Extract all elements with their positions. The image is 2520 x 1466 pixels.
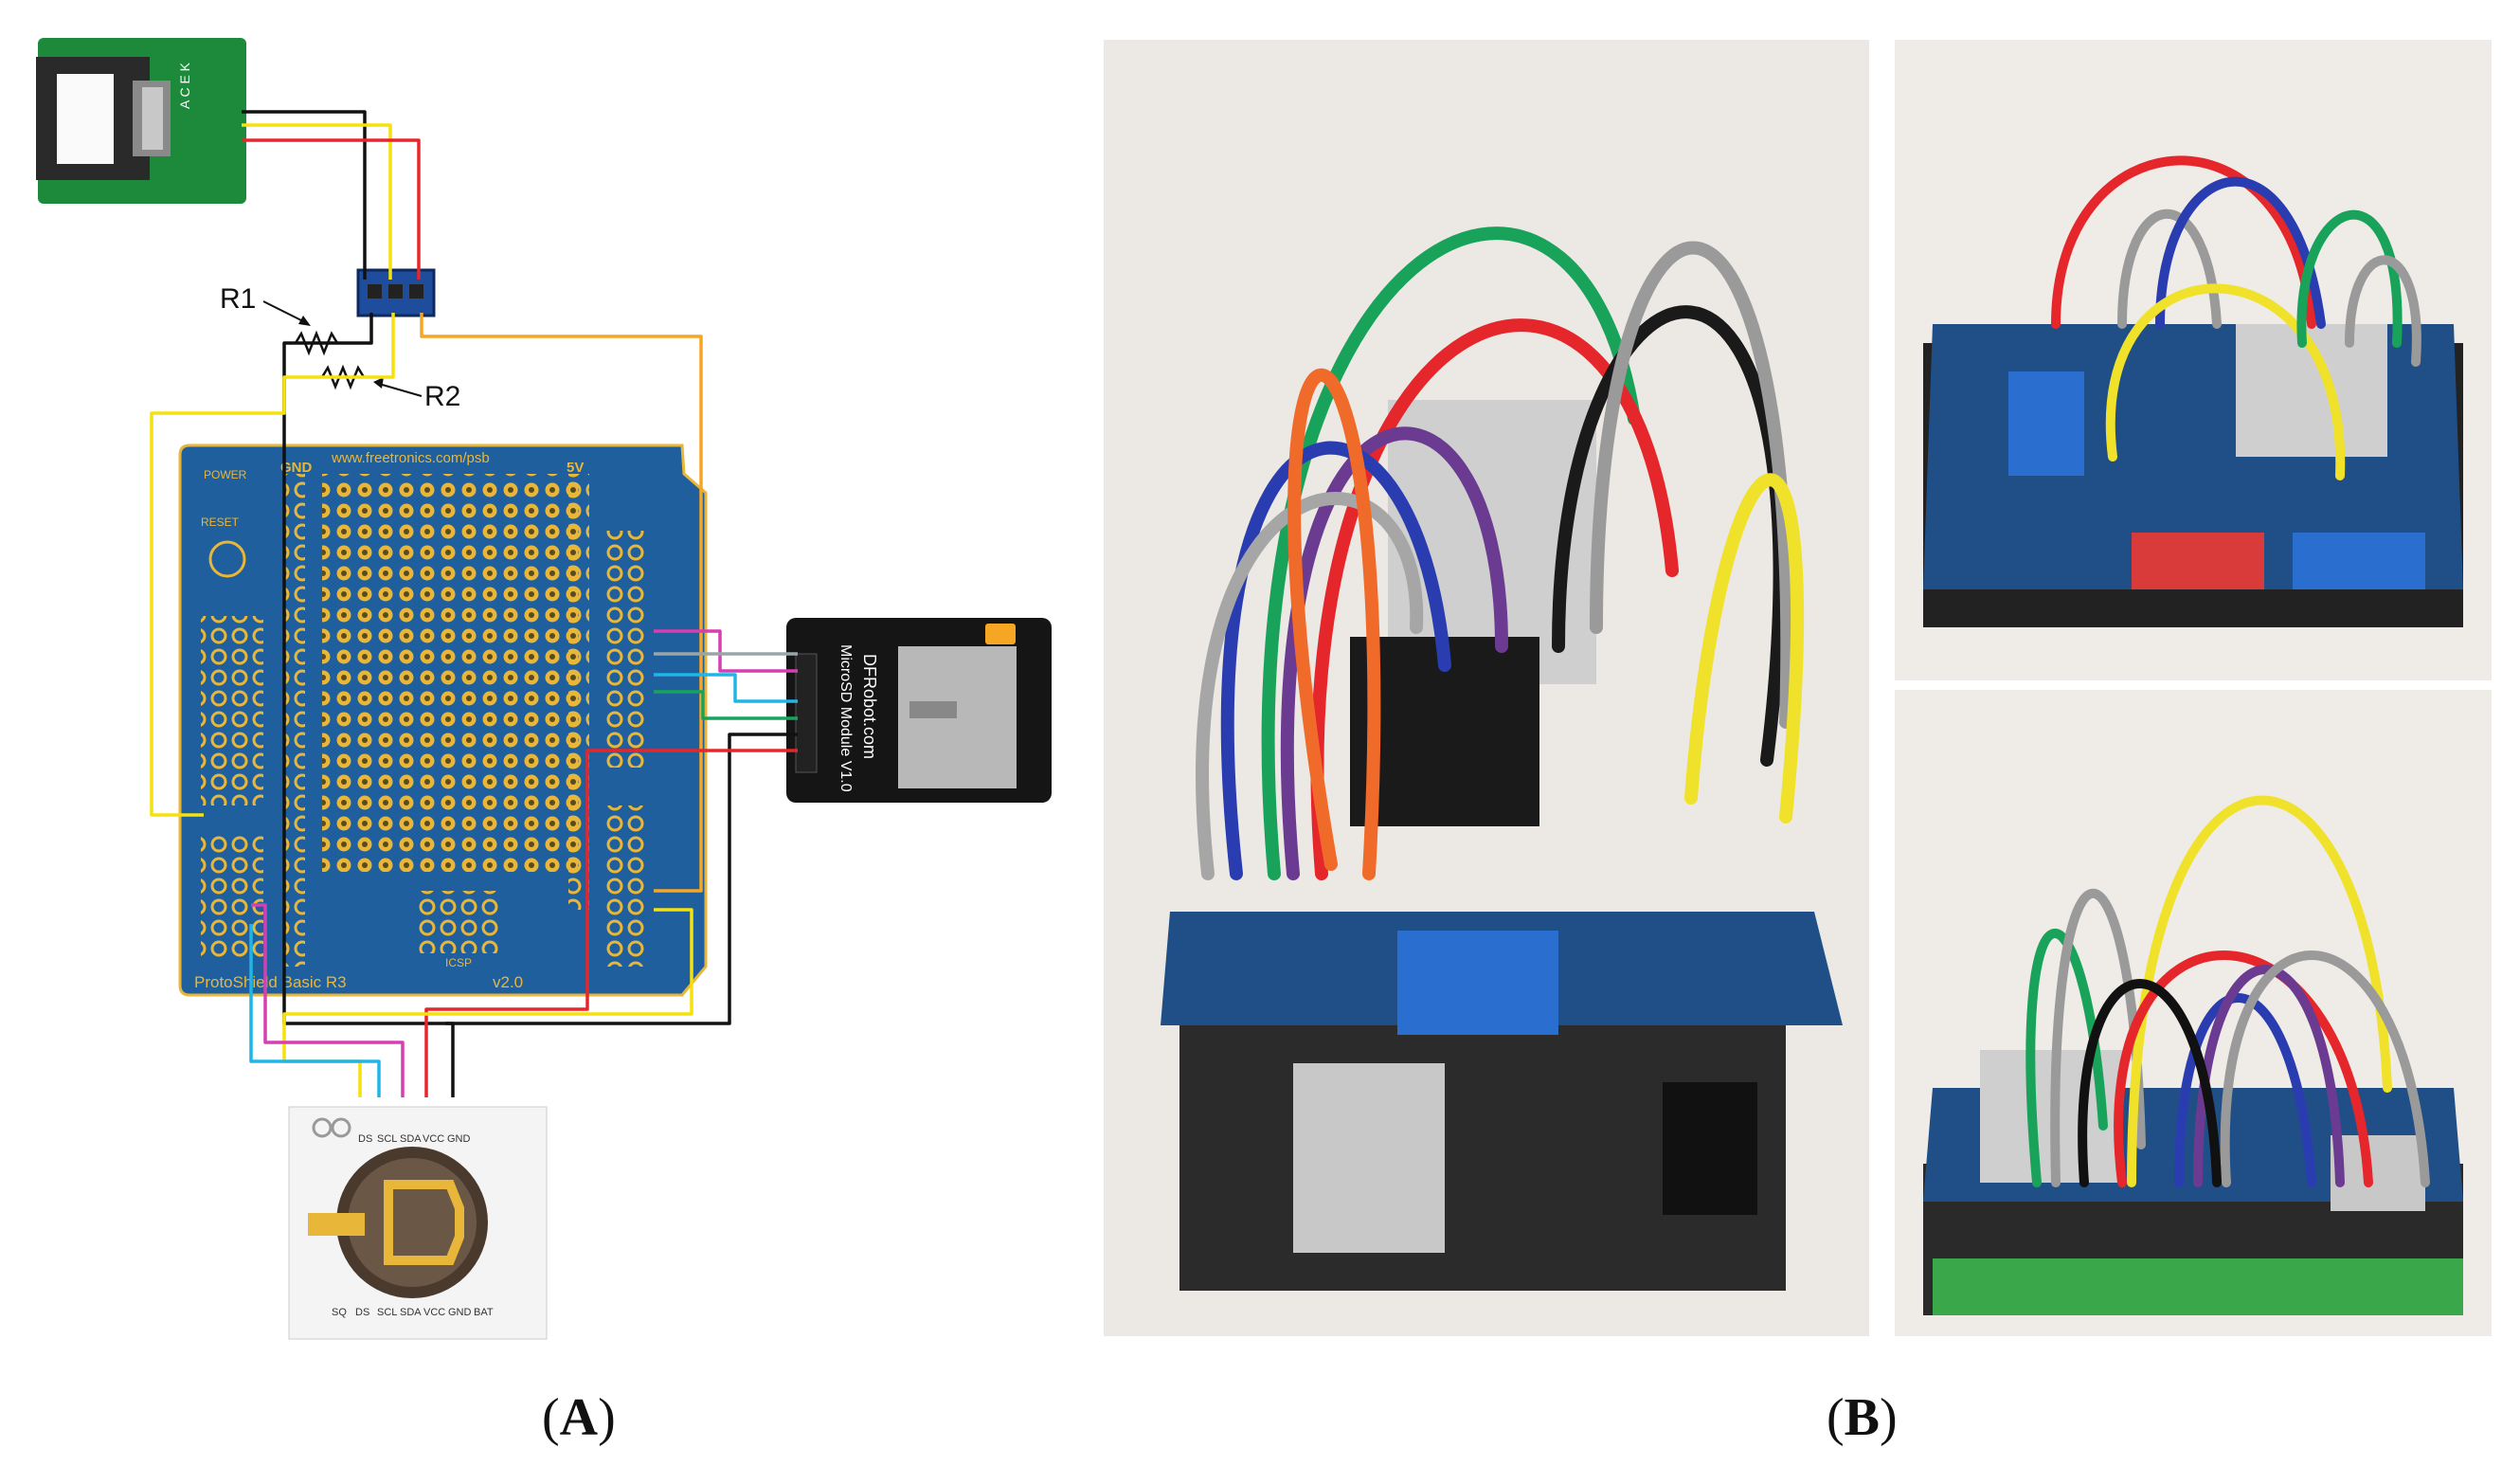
wire-5v-red: [424, 1007, 578, 1097]
wire-sd-red: [578, 749, 798, 1011]
wire-terminal-orange: [420, 313, 703, 893]
rtc-bottom-pin-sda: SDA: [400, 1307, 422, 1318]
r2-label: R2: [424, 381, 460, 412]
rtc-top-pin-scl: SCL: [377, 1133, 397, 1145]
wire-terminal-yellow: [150, 313, 395, 817]
panel-a-close: ): [598, 1388, 616, 1447]
wire-sensor-yellow: [242, 123, 392, 280]
panel-label-a: (A): [542, 1391, 616, 1444]
shield-gnd-label: GND: [280, 460, 313, 476]
wire-sd-cyan: [654, 673, 798, 703]
wire-rtc-magenta: [251, 903, 405, 1097]
wire-sd-magenta: [654, 629, 798, 673]
wire-terminal-black: [282, 313, 445, 1025]
wire-sd-green: [654, 690, 798, 720]
resistor-r2: [284, 364, 393, 390]
rtc-top-pin-ds: DS: [358, 1133, 372, 1145]
wire-sensor-red: [242, 138, 421, 280]
sd-module-brand: DFRobot.com: [860, 654, 879, 759]
wire-sensor-black: [242, 110, 367, 280]
shield-5v-label: 5V: [567, 460, 584, 476]
panel-b-letter: B: [1844, 1388, 1881, 1447]
photo-interrupter-sensor: A C E K: [36, 38, 246, 204]
usb-port: [1293, 1063, 1445, 1253]
photo-assembled-device-front: [1104, 40, 1869, 1336]
panel-a-open: (: [542, 1388, 560, 1447]
r1-arrow: [262, 300, 306, 323]
wires: [150, 110, 798, 1097]
rtc-top-pin-gnd: GND: [447, 1133, 471, 1145]
power-jack: [1663, 1082, 1757, 1215]
microsd-module: MicroSD Module V1.0 DFRobot.com: [786, 618, 1052, 803]
photo-assembled-device-side: [1895, 690, 2492, 1336]
protoshield-board: www.freetronics.com/psb GND 5V POWER RES…: [178, 443, 708, 997]
wire-gnd-black: [445, 1022, 455, 1097]
photo-assembled-device-top: [1895, 40, 2492, 680]
panel-b-open: (: [1827, 1388, 1845, 1447]
resistor-r1: [284, 330, 360, 356]
rtc-top-pin-sda: SDA: [400, 1133, 422, 1145]
panel-b-close: ): [1880, 1388, 1898, 1447]
rtc-bottom-pin-vcc: VCC: [423, 1307, 445, 1318]
shield-name: ProtoShield Basic R3: [194, 973, 347, 991]
blue-terminal: [1397, 931, 1558, 1035]
shield-icsp-label: ICSP: [445, 956, 472, 969]
screw-terminal: [356, 268, 436, 317]
wire-rtc-cyan: [249, 924, 381, 1097]
rtc-bottom-pin-scl: SCL: [377, 1307, 397, 1318]
shield-power-label: POWER: [204, 468, 247, 481]
rtc-bottom-pin-gnd: GND: [448, 1307, 472, 1318]
shield-version: v2.0: [493, 973, 523, 991]
rtc-bottom-pin-sq: SQ: [332, 1307, 347, 1318]
rtc-bottom-pin-bat: BAT: [474, 1307, 494, 1318]
panel-label-b: (B): [1827, 1391, 1898, 1444]
r1-label: R1: [220, 283, 256, 315]
shield-reset-label: RESET: [201, 516, 240, 529]
shield-url: www.freetronics.com/psb: [331, 450, 490, 466]
rtc-bottom-pin-ds: DS: [355, 1307, 369, 1318]
rtc-top-pin-vcc: VCC: [423, 1133, 444, 1145]
wiring-diagram: A C E K R1 R2 www.freetronics.com/psb GN…: [36, 38, 1052, 1340]
sd-module-title: MicroSD Module V1.0: [837, 644, 854, 792]
sensor-pin-labels: A C E K: [177, 62, 192, 109]
wire-sd-black: [445, 733, 798, 1025]
r2-arrow: [378, 383, 423, 397]
rtc-module: [288, 1106, 548, 1340]
panel-a-letter: A: [559, 1388, 599, 1447]
